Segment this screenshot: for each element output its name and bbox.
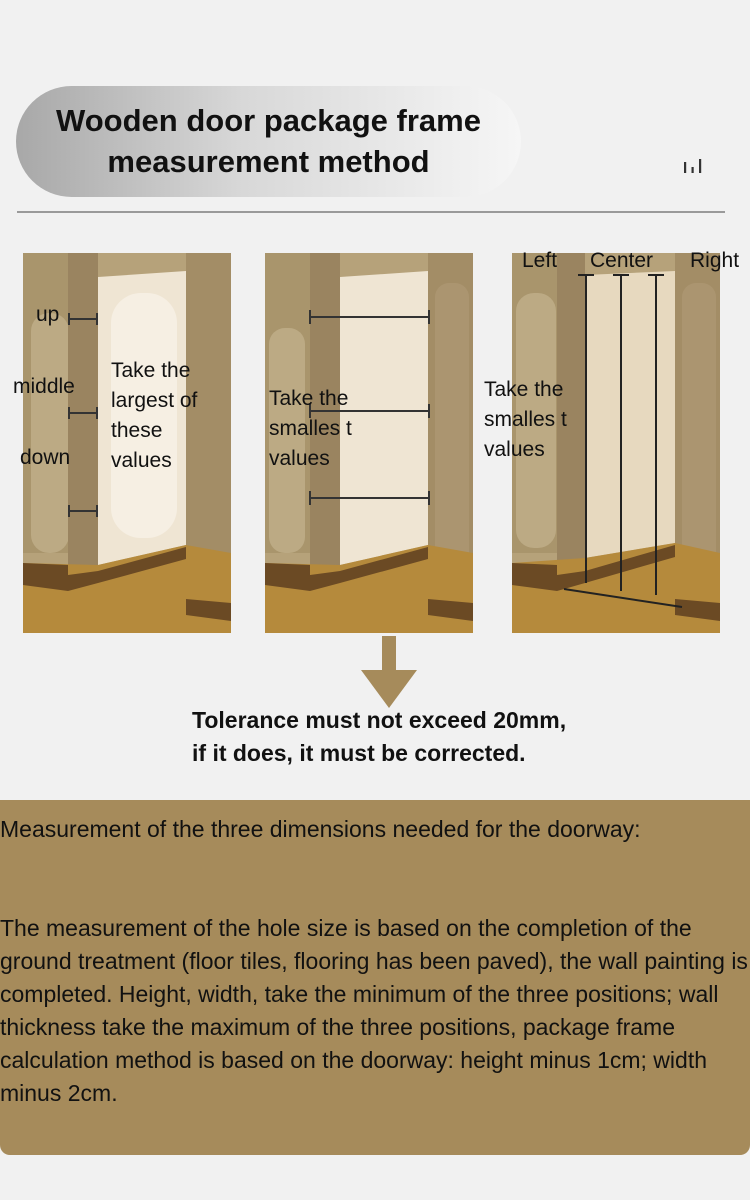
tolerance-note: Tolerance must not exceed 20mm, if it do… (192, 707, 567, 766)
panel-2-caption: Take the smalles t values (269, 387, 352, 470)
position-center-label: Center (590, 249, 654, 272)
marker-middle-label: middle (13, 375, 75, 398)
panel-height (265, 253, 473, 633)
panel-1-caption: Take the largest of these values (111, 359, 198, 472)
doorway-illustration-3 (512, 253, 720, 633)
notes-box (0, 800, 750, 1155)
panel-3-caption: Take the smalles t values (484, 378, 567, 461)
marker-down-label: down (20, 446, 71, 469)
doorway-illustration-2 (265, 253, 473, 633)
position-right-label: Right (690, 249, 740, 272)
page-title: Wooden door package frame measurement me… (56, 103, 481, 179)
notes-body: The measurement of the hole size is base… (0, 915, 748, 1106)
title-divider (17, 211, 725, 213)
title-banner (16, 86, 521, 197)
doorway-illustration-1 (23, 253, 231, 633)
bar-chart-icon (684, 159, 702, 173)
down-arrow-icon (361, 636, 417, 708)
notes-heading: Measurement of the three dimensions need… (0, 816, 641, 842)
panel-wall-thickness (23, 253, 231, 633)
marker-up-label: up (36, 303, 60, 326)
position-left-label: Left (522, 249, 558, 272)
panel-width (512, 253, 720, 633)
